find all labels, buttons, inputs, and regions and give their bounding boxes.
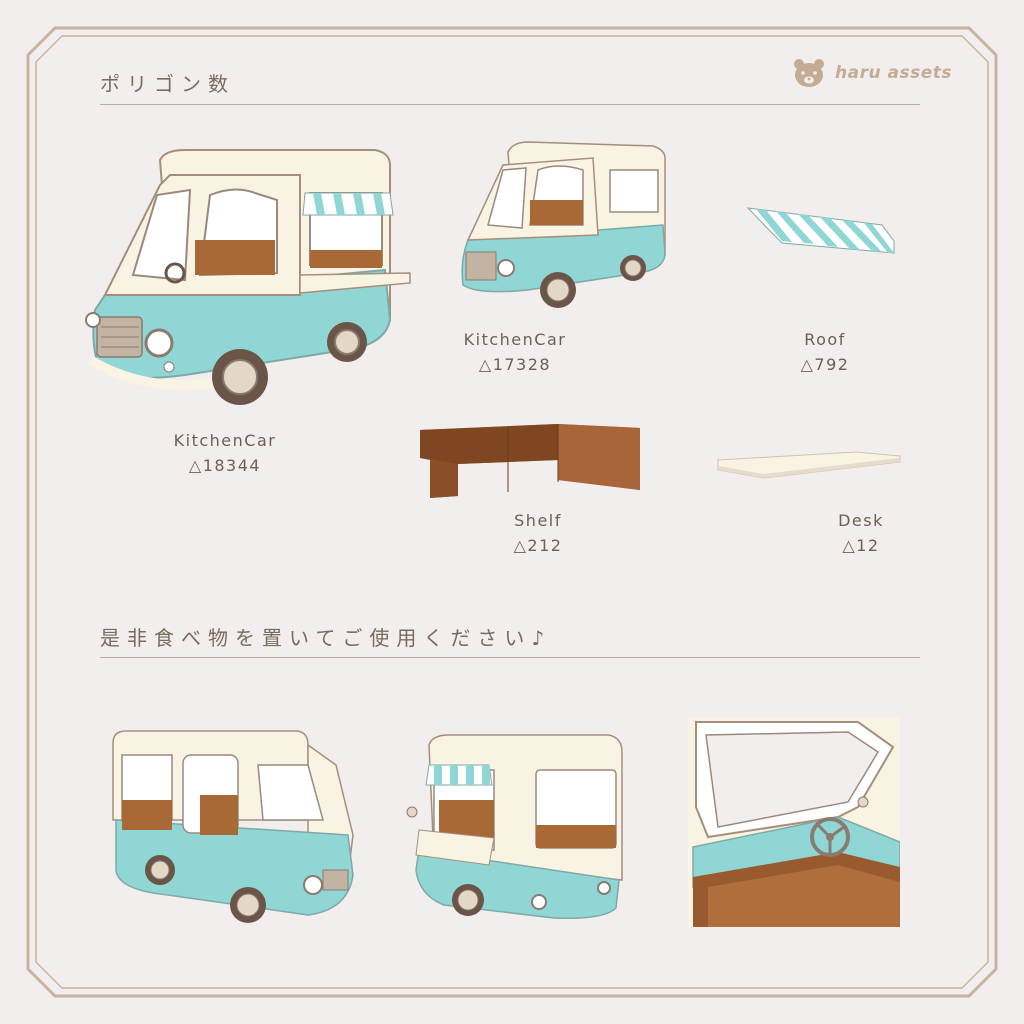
striped-awning [302, 192, 394, 216]
polygon-count: △18344 [188, 456, 262, 475]
polygon-count: △17328 [478, 355, 552, 374]
model-label: Roof △792 [750, 327, 900, 377]
bear-face-icon [794, 59, 825, 87]
model-name: Roof [804, 330, 846, 349]
kitchen-car-rear-view-image [406, 734, 623, 920]
striped-awning [425, 764, 493, 786]
brand-name: haru assets [835, 63, 952, 83]
polygon-count-heading: ポリゴン数 [100, 72, 235, 96]
kitchen-car-interior-view-image [688, 717, 900, 927]
model-label: KitchenCar △18344 [150, 428, 300, 478]
model-name: KitchenCar [463, 330, 567, 349]
polygon-count: △212 [513, 536, 563, 555]
model-label: KitchenCar △17328 [440, 327, 590, 377]
shelf-image [420, 424, 640, 498]
usage-divider [100, 657, 920, 658]
model-label: Desk △12 [786, 508, 936, 558]
heading-divider [100, 104, 920, 105]
kitchen-car-large-image [85, 149, 411, 405]
model-name: KitchenCar [173, 431, 277, 450]
model-name: Shelf [514, 511, 562, 530]
brand-logo: haru assets [791, 57, 952, 89]
kitchen-car-side-view-image [112, 730, 354, 923]
kitchen-car-small-image [461, 141, 666, 308]
model-name: Desk [838, 511, 884, 530]
roof-awning-image [746, 207, 895, 254]
polygon-count: △792 [800, 355, 850, 374]
usage-heading: 是非食べ物を置いてご使用ください♪ [100, 626, 552, 650]
model-label: Shelf △212 [463, 508, 613, 558]
polygon-count: △12 [842, 536, 880, 555]
desk-image [717, 451, 901, 479]
